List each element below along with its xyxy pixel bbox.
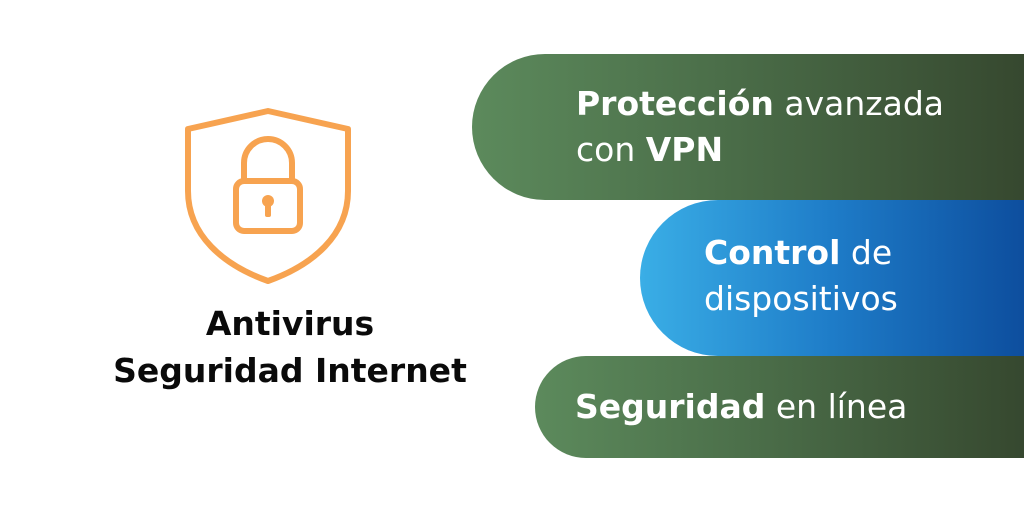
feature-vpn-line2-bold: VPN [645,130,724,169]
feature-banner-vpn: Protección avanzada con VPN [472,54,1024,200]
feature-security-bold: Seguridad [575,387,766,426]
feature-vpn-line2: con VPN [576,127,1024,173]
feature-banner-online-security: Seguridad en línea [535,356,1024,458]
feature-banner-device-control: Control de dispositivos [640,200,1024,356]
shield-lock-icon [185,108,351,284]
feature-vpn-bold: Protección [576,84,774,123]
feature-security-line1: Seguridad en línea [575,384,1024,430]
product-title: Antivirus Seguridad Internet [60,300,520,394]
product-title-line2: Seguridad Internet [113,351,467,390]
feature-vpn-line1: Protección avanzada [576,81,1024,127]
feature-control-line1: Control de [704,230,1024,276]
feature-control-bold: Control [704,233,841,272]
feature-control-line2: dispositivos [704,279,898,318]
feature-vpn-rest: avanzada [773,84,944,123]
feature-vpn-line2-plain: con [576,130,646,169]
product-title-line1: Antivirus [205,304,375,343]
feature-security-rest: en línea [765,387,908,426]
feature-control-rest: de [840,233,893,272]
